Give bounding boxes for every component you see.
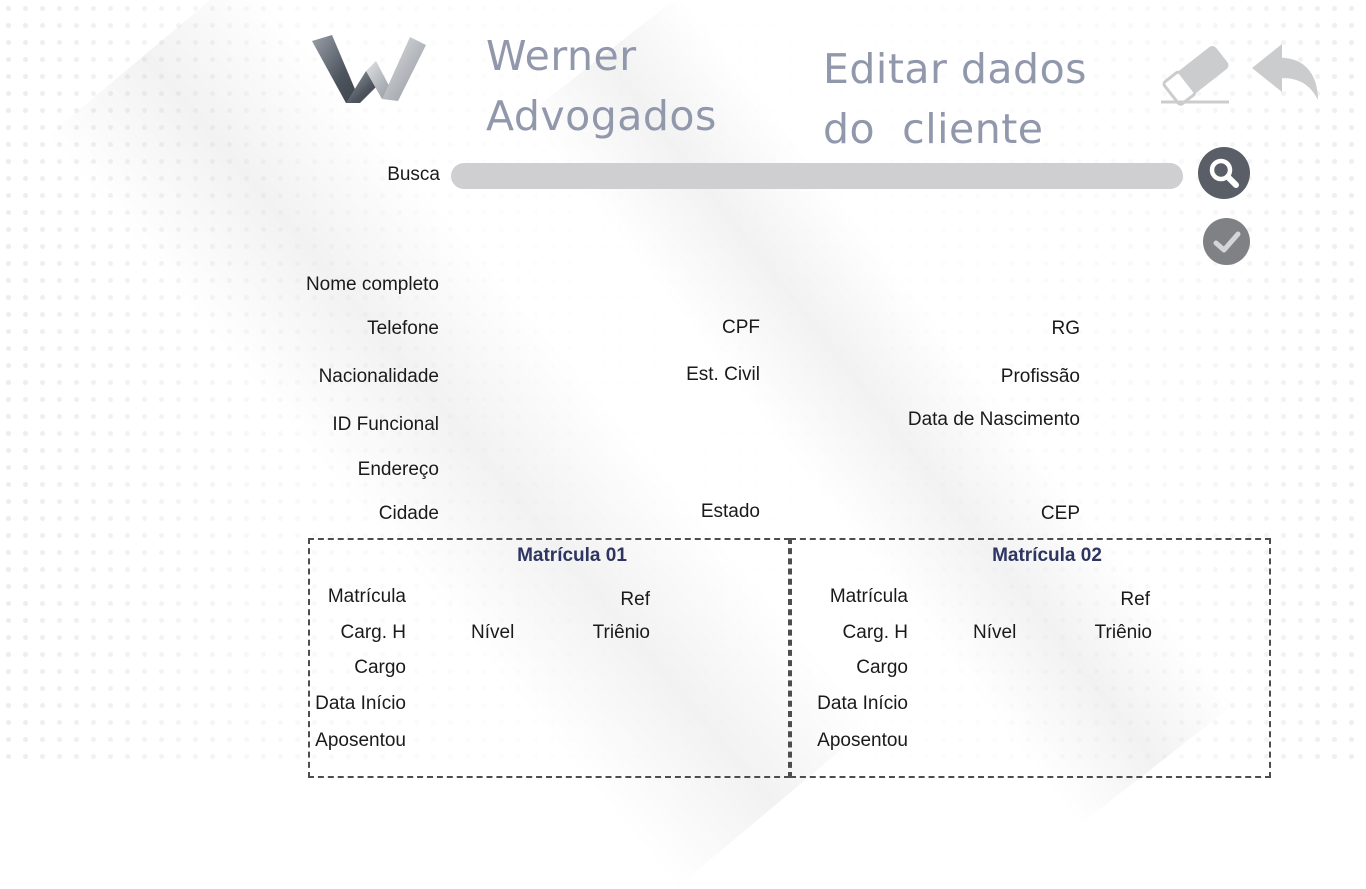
label-telefone: Telefone xyxy=(367,318,439,339)
page-title: Editar dados do cliente xyxy=(823,39,1087,159)
label-id-funcional: ID Funcional xyxy=(332,414,439,435)
matricula-02-label-nivel: Nível xyxy=(973,622,1017,643)
matricula-01-title: Matrícula 01 xyxy=(517,545,627,566)
matricula-01-label-cargo: Cargo xyxy=(354,657,406,678)
company-name: Werner Advogados xyxy=(486,26,717,146)
matricula-02-label-cargo: Cargo xyxy=(856,657,908,678)
label-nacionalidade: Nacionalidade xyxy=(318,366,439,387)
page-title-line1: Editar dados xyxy=(823,45,1088,93)
label-data-nascimento: Data de Nascimento xyxy=(907,409,1080,430)
search-label: Busca xyxy=(387,164,440,185)
label-rg: RG xyxy=(1051,318,1081,339)
confirm-button[interactable] xyxy=(1203,218,1250,265)
back-button[interactable] xyxy=(1248,42,1320,104)
matricula-02-label-ref: Ref xyxy=(1120,589,1150,610)
logo xyxy=(310,33,428,105)
eraser-icon xyxy=(1161,46,1229,106)
label-nome-completo: Nome completo xyxy=(305,274,439,295)
matricula-01-label-matricula: Matrícula xyxy=(327,586,406,607)
search-button[interactable] xyxy=(1198,147,1250,199)
check-icon xyxy=(1213,231,1240,252)
page-title-line2: do cliente xyxy=(823,105,1044,153)
label-cep: CEP xyxy=(1040,503,1080,524)
label-est-civil: Est. Civil xyxy=(686,364,760,385)
matricula-02-panel: Matrícula 02 Matrícula Ref Carg. H Nível… xyxy=(790,538,1271,778)
matricula-02-title: Matrícula 02 xyxy=(992,545,1102,566)
search-input[interactable] xyxy=(451,163,1183,189)
matricula-01-label-nivel: Nível xyxy=(471,622,515,643)
eraser-button[interactable] xyxy=(1155,40,1233,106)
matricula-01-label-data-inicio: Data Início xyxy=(315,693,406,714)
matricula-02-label-data-inicio: Data Início xyxy=(817,693,908,714)
matricula-02-label-matricula: Matrícula xyxy=(829,586,908,607)
background-pattern xyxy=(0,0,1366,768)
matricula-02-label-aposentou: Aposentou xyxy=(817,730,908,751)
label-cidade: Cidade xyxy=(378,503,439,524)
back-arrow-icon xyxy=(1252,44,1318,100)
company-name-line1: Werner xyxy=(486,32,637,80)
matricula-01-label-aposentou: Aposentou xyxy=(315,730,406,751)
company-name-line2: Advogados xyxy=(486,92,717,140)
label-cpf: CPF xyxy=(722,317,760,338)
matricula-02-label-trienio: Triênio xyxy=(1094,622,1152,643)
label-profissao: Profissão xyxy=(1000,366,1080,387)
label-estado: Estado xyxy=(700,501,760,522)
search-icon xyxy=(1209,158,1239,188)
label-endereco: Endereço xyxy=(357,459,439,480)
matricula-01-label-carg-h: Carg. H xyxy=(340,622,406,643)
matricula-02-label-carg-h: Carg. H xyxy=(842,622,908,643)
logo-icon xyxy=(312,35,426,103)
matricula-01-panel: Matrícula 01 Matrícula Ref Carg. H Nível… xyxy=(308,538,790,778)
matricula-01-label-trienio: Triênio xyxy=(592,622,650,643)
matricula-01-label-ref: Ref xyxy=(620,589,650,610)
